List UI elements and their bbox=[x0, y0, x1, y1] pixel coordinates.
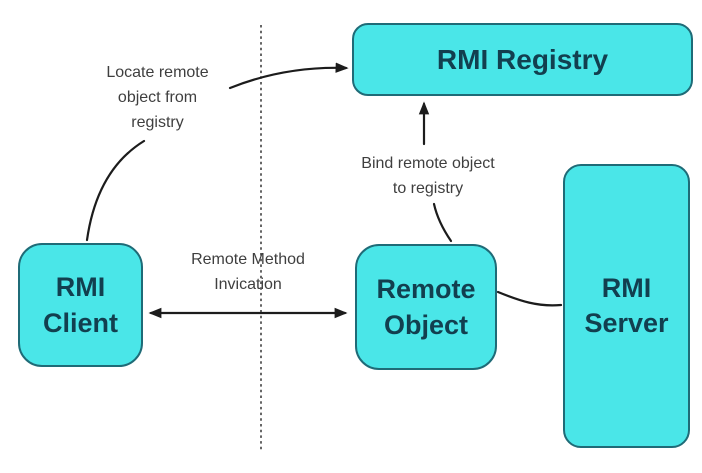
node-remote-object-label: Remote Object bbox=[376, 274, 476, 340]
object-to-bind-label-connector bbox=[432, 202, 453, 243]
label-remote-method-invocation: Remote Method Invication bbox=[191, 251, 305, 293]
node-rmi-registry-label: RMI Registry bbox=[436, 43, 609, 75]
label-locate-remote-object: Locate remote object from registry bbox=[106, 64, 209, 131]
label-bind-remote-object: Bind remote object to registry bbox=[361, 155, 495, 197]
node-rmi-server-label: RMI Server bbox=[584, 273, 669, 338]
node-remote-object: Remote Object bbox=[355, 244, 497, 370]
node-rmi-registry: RMI Registry bbox=[352, 23, 693, 96]
client-to-locate-label-connector bbox=[85, 139, 146, 242]
node-rmi-server: RMI Server bbox=[563, 164, 690, 448]
node-rmi-client-label: RMI Client bbox=[42, 272, 118, 338]
locate-arrow bbox=[228, 62, 349, 90]
object-to-server-connector bbox=[496, 290, 563, 307]
node-rmi-client: RMI Client bbox=[18, 243, 143, 367]
